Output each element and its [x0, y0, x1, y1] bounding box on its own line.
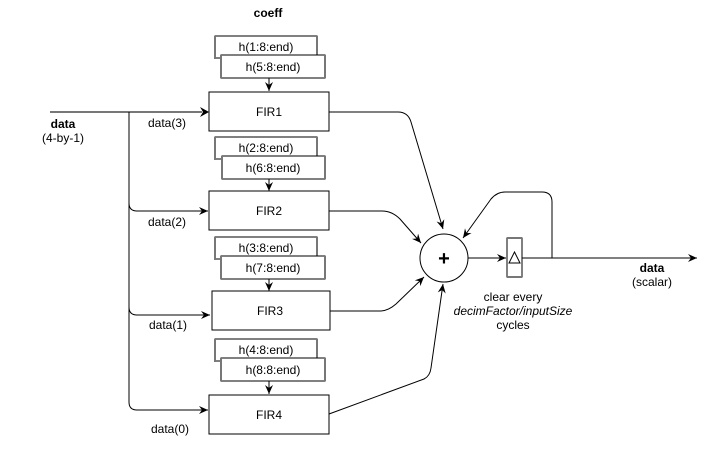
- adder: +: [419, 233, 469, 283]
- clear-note-line3: cycles: [496, 318, 529, 332]
- branch-wire-3: [128, 306, 210, 319]
- fir-label-3: FIR3: [257, 304, 283, 318]
- coeff-back-4: h(4:8:end): [239, 343, 294, 357]
- coeff-stack-3: h(3:8:end) h(7:8:end): [214, 236, 326, 280]
- fir-out-wire-3: [330, 276, 425, 312]
- clear-note-line1: clear every: [484, 290, 543, 304]
- fir-block-4: FIR4: [208, 394, 330, 435]
- fir-out-wire-2: [329, 210, 422, 244]
- fir-out-wire-1: [329, 111, 445, 230]
- clear-note-line2: decimFactor/inputSize: [454, 304, 573, 318]
- branch-wire-2: [128, 202, 208, 215]
- fir-block-3: FIR3: [211, 290, 331, 331]
- coeff-title: coeff: [254, 6, 284, 20]
- output-shape: (scalar): [632, 275, 672, 289]
- branch-label-2: data(2): [148, 215, 186, 229]
- coeff-front-1: h(5:8:end): [246, 60, 301, 74]
- branch-wire-4: [128, 401, 208, 414]
- delay-triangle-icon: [508, 250, 521, 264]
- branch-label-3: data(1): [149, 318, 187, 332]
- plus-icon: +: [438, 248, 450, 270]
- fir-label-2: FIR2: [256, 204, 282, 218]
- coeff-back-2: h(2:8:end): [239, 141, 294, 155]
- fir-block-1: FIR1: [208, 91, 330, 132]
- branch-label-1: data(3): [148, 116, 186, 130]
- coeff-stack-1: h(1:8:end) h(5:8:end): [214, 35, 326, 79]
- coeff-stack-4: h(4:8:end) h(8:8:end): [214, 338, 326, 382]
- coeff-front-3: h(7:8:end): [246, 261, 301, 275]
- output-name: data: [640, 261, 665, 275]
- input-shape: (4-by-1): [42, 131, 84, 145]
- fir-out-wire-4: [328, 283, 446, 415]
- coeff-back-1: h(1:8:end): [239, 40, 294, 54]
- input-name: data: [51, 117, 76, 131]
- fir-block-2: FIR2: [208, 190, 330, 231]
- coeff-front-2: h(6:8:end): [246, 161, 301, 175]
- fir-label-4: FIR4: [256, 408, 282, 422]
- feedback-wire: [462, 191, 553, 258]
- coeff-stack-2: h(2:8:end) h(6:8:end): [214, 136, 326, 180]
- branch-label-4: data(0): [151, 422, 189, 436]
- input-bus-arrowhead: [200, 107, 209, 117]
- delay-block: [506, 237, 523, 278]
- coeff-front-4: h(8:8:end): [246, 363, 301, 377]
- fir-label-1: FIR1: [256, 105, 282, 119]
- coeff-back-3: h(3:8:end): [239, 241, 294, 255]
